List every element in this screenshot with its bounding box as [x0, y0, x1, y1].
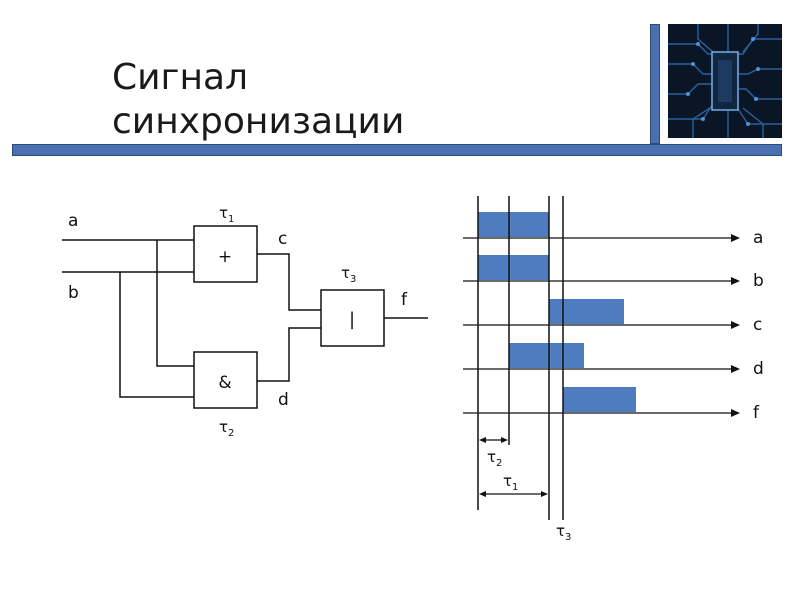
circuit-board-chip-photo — [668, 24, 782, 138]
or-gate — [193, 225, 258, 283]
signal-label-d: d — [753, 359, 764, 379]
nand-gate — [320, 289, 385, 347]
tau2-label-circuit: τ2 — [219, 418, 234, 439]
axis-c-arrow — [731, 321, 740, 329]
tau2-arrow-left — [479, 437, 486, 443]
signal-label-c: c — [753, 315, 762, 335]
tau1-label-timing: τ1 — [503, 472, 518, 493]
input-b-label: b — [68, 283, 79, 303]
pulse-b — [478, 255, 549, 280]
horizontal-accent-bar — [12, 144, 782, 156]
pulse-d — [509, 343, 584, 368]
tau1-arrow-right — [541, 491, 548, 497]
logic-circuit — [62, 225, 428, 409]
timing-diagram: a b c d f τ2 τ1 τ3 — [463, 196, 764, 543]
signal-label-f: f — [753, 403, 760, 423]
wire-b-branch — [119, 272, 194, 398]
wire-d-label: d — [278, 390, 289, 410]
input-a-label: a — [68, 211, 78, 231]
wire-c-label: c — [278, 229, 287, 249]
tau3-label-circuit: τ3 — [341, 264, 356, 285]
title-line-2: синхронизации — [112, 101, 405, 142]
tau2-label-timing: τ2 — [487, 448, 502, 469]
tau2-arrow-right — [501, 437, 508, 443]
axis-d-arrow — [731, 365, 740, 373]
tau1-label-circuit: τ1 — [219, 204, 234, 225]
pulse-a — [478, 212, 549, 237]
vertical-accent-bar — [650, 24, 660, 144]
and-gate-symbol: & — [218, 373, 231, 393]
wire-a-branch — [156, 240, 194, 367]
axis-b-arrow — [731, 277, 740, 285]
or-gate-symbol: + — [218, 247, 232, 267]
signal-label-a: a — [753, 228, 763, 248]
nand-gate-symbol: | — [349, 309, 355, 330]
title-line-1: Сигнал — [112, 57, 249, 98]
tau1-arrow-left — [479, 491, 486, 497]
slide-title: Сигнал синхронизации — [112, 56, 404, 144]
axis-f-arrow — [731, 409, 740, 417]
wire-d — [257, 327, 321, 382]
pulse-f — [563, 387, 636, 412]
axis-a-arrow — [731, 234, 740, 242]
output-f-label: f — [401, 290, 408, 310]
and-gate — [193, 351, 258, 409]
signal-label-b: b — [753, 271, 764, 291]
wire-c — [257, 253, 321, 311]
pulse-c — [549, 299, 624, 324]
tau3-label-timing: τ3 — [556, 522, 571, 543]
